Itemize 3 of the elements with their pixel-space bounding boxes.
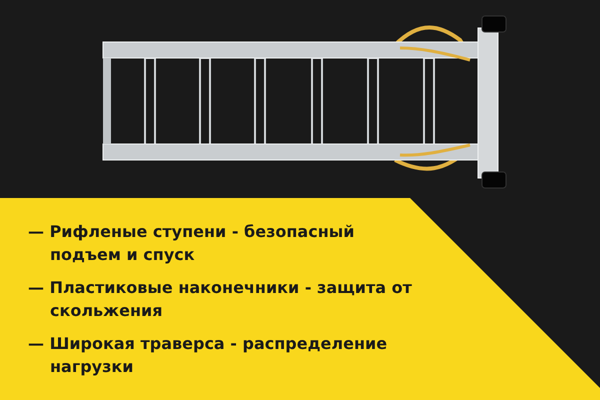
feature-text: — Широкая траверса - распределение нагрузки	[28, 333, 388, 378]
feature-text: — Пластиковые наконечники - защита от скольжения	[28, 277, 413, 322]
feature-text: — Рифленые ступени - безопасный подъем и спуск	[28, 221, 356, 266]
